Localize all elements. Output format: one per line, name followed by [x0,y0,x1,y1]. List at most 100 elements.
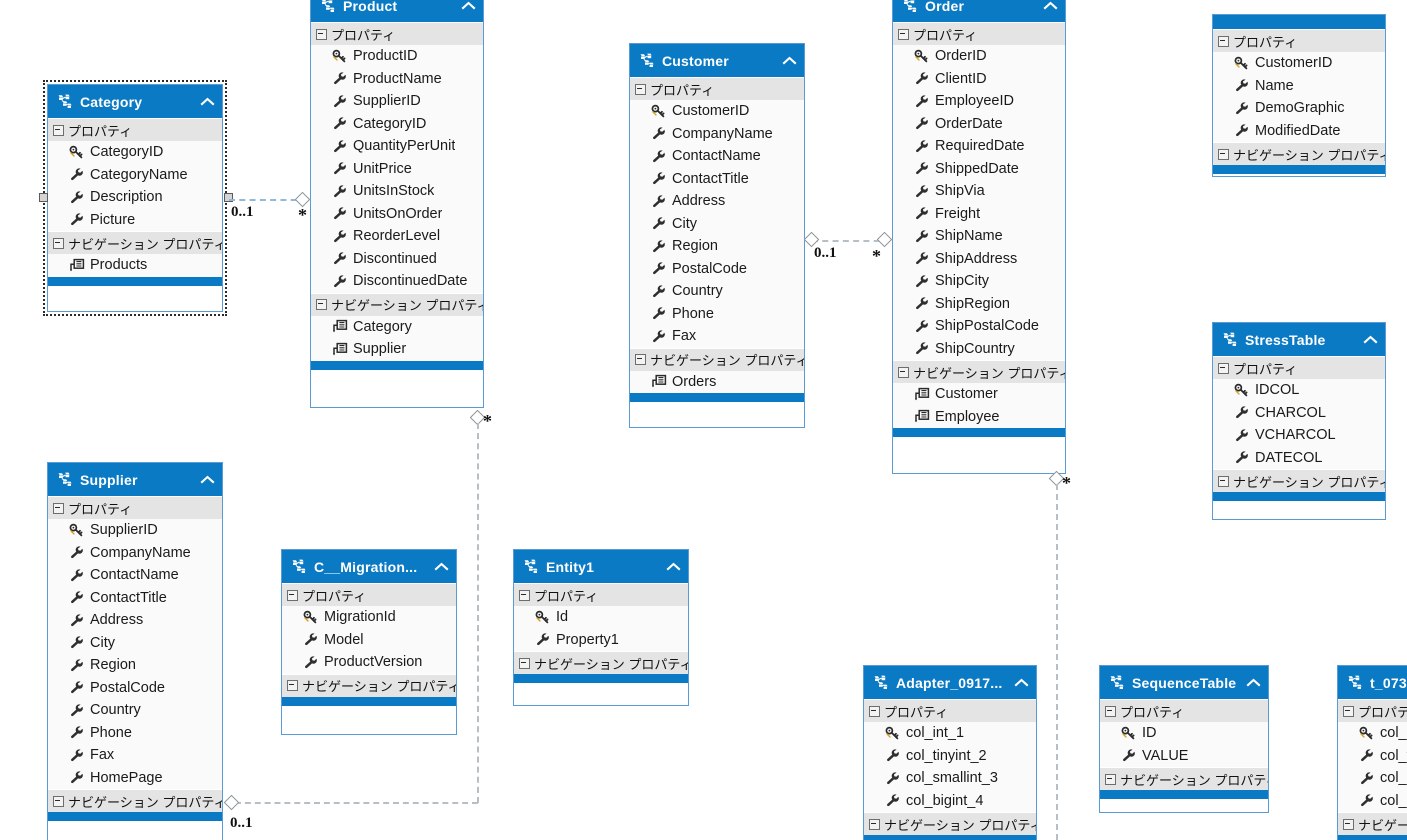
key-property-row[interactable]: Id [514,606,688,629]
entity-category[interactable]: Category プロパティ CategoryID CategoryName D… [43,80,227,316]
collapse-box-icon[interactable] [53,502,64,514]
navigation-group-header[interactable]: ナビゲーション プロパティ [282,673,456,697]
scalar-property-row[interactable]: UnitsOnOrder [311,203,483,226]
scalar-property-row[interactable]: Phone [48,722,222,745]
scalar-property-row[interactable]: City [48,632,222,655]
collapse-box-icon[interactable] [519,657,530,669]
entity-header[interactable]: Adapter_0917... [864,666,1036,699]
association-endpoint-diamond[interactable] [876,231,893,248]
navigation-group-header[interactable]: ナビゲーション プロパティ [1213,469,1385,492]
navigation-group-header[interactable]: ナビゲーション プロパティ [48,231,222,254]
entity-header[interactable]: Product [311,0,483,22]
scalar-property-row[interactable]: Phone [630,303,804,326]
scalar-property-row[interactable]: Address [48,609,222,632]
scalar-property-row[interactable]: Model [282,629,456,652]
scalar-property-row[interactable]: col_bigint_4 [864,790,1036,813]
scalar-property-row[interactable]: ShipCity [893,270,1065,293]
collapse-box-icon[interactable] [1105,773,1116,785]
association-line-product-supplier[interactable] [235,802,478,804]
collapse-box-icon[interactable] [519,589,530,601]
navigation-property-row[interactable]: Orders [630,371,804,394]
collapse-box-icon[interactable] [316,28,327,40]
collapse-box-icon[interactable] [1343,705,1354,717]
scalar-property-row[interactable]: ContactName [48,564,222,587]
navigation-group-header[interactable]: ナビゲーション プロパティ [630,347,804,371]
scalar-property-row[interactable]: CHARCOL [1213,402,1385,425]
scalar-property-row[interactable]: ReorderLevel [311,225,483,248]
properties-group-header[interactable]: プロパティ [1213,29,1385,52]
scalar-property-row[interactable]: UnitPrice [311,158,483,181]
chevron-up-icon[interactable] [434,561,449,572]
navigation-property-row[interactable]: Customer [893,383,1065,406]
entity-adapter[interactable]: Adapter_0917... プロパティ col_int_1 col_tiny… [863,665,1037,840]
key-property-row[interactable]: CustomerID [630,100,804,123]
collapse-box-icon[interactable] [1343,818,1354,830]
chevron-up-icon[interactable] [782,55,797,66]
scalar-property-row[interactable]: ShipRegion [893,293,1065,316]
scalar-property-row[interactable]: SupplierID [311,90,483,113]
chevron-up-icon[interactable] [666,561,681,572]
collapse-box-icon[interactable] [898,28,909,40]
entity-header[interactable]: Entity1 [514,550,688,583]
entity-order[interactable]: Order プロパティ OrderID ClientID EmployeeID … [892,0,1066,474]
navigation-group-header[interactable]: ナビゲーション プロパティ [48,789,222,812]
scalar-property-row[interactable]: ContactName [630,145,804,168]
scalar-property-row[interactable]: CompanyName [48,542,222,565]
scalar-property-row[interactable]: VCHARCOL [1213,424,1385,447]
chevron-up-icon[interactable] [1014,677,1029,688]
scalar-property-row[interactable]: col_smallint_3 [864,767,1036,790]
entity-migrationhistory[interactable]: C__Migration... プロパティ MigrationId Model … [281,549,457,735]
scalar-property-row[interactable]: Description [48,186,222,209]
scalar-property-row[interactable]: Region [48,654,222,677]
association-endpoint-diamond[interactable] [223,794,240,811]
properties-group-header[interactable]: プロパティ [514,583,688,606]
scalar-property-row[interactable]: ContactTitle [48,587,222,610]
key-property-row[interactable]: col_i [1338,722,1407,745]
scalar-property-row[interactable]: col_t [1338,745,1407,768]
chevron-up-icon[interactable] [200,474,215,485]
collapse-box-icon[interactable] [53,795,64,807]
scalar-property-row[interactable]: Fax [630,325,804,348]
entity-t0733[interactable]: t_0733 プロパティ col_i col_t col_s col_b ナビゲ… [1337,665,1407,840]
scalar-property-row[interactable]: OrderDate [893,113,1065,136]
collapse-box-icon[interactable] [1218,148,1229,160]
scalar-property-row[interactable]: RequiredDate [893,135,1065,158]
scalar-property-row[interactable]: Name [1213,75,1385,98]
association-line-order-down[interactable] [1056,484,1058,840]
entity-supplier[interactable]: Supplier プロパティ SupplierID CompanyName Co… [47,462,223,840]
scalar-property-row[interactable]: City [630,213,804,236]
scalar-property-row[interactable]: UnitsInStock [311,180,483,203]
collapse-box-icon[interactable] [635,83,646,95]
key-property-row[interactable]: CategoryID [48,141,222,164]
scalar-property-row[interactable]: ShipName [893,225,1065,248]
collapse-box-icon[interactable] [869,705,880,717]
scalar-property-row[interactable]: CategoryID [311,113,483,136]
collapse-box-icon[interactable] [1218,475,1229,487]
entity-header[interactable]: C__Migration... [282,550,456,583]
scalar-property-row[interactable]: ProductVersion [282,651,456,674]
entity-header[interactable]: SequenceTable [1100,666,1268,699]
entity-entity1[interactable]: Entity1 プロパティ Id Property1 ナビゲーション プロパティ [513,549,689,706]
scalar-property-row[interactable]: Discontinued [311,248,483,271]
navigation-group-header[interactable]: ナビゲーション プロパティ [864,812,1036,835]
collapse-box-icon[interactable] [635,354,646,365]
properties-group-header[interactable]: プロパティ [1213,356,1385,379]
scalar-property-row[interactable]: Picture [48,209,222,232]
navigation-group-header[interactable]: ナビゲーション プロパティ [1213,142,1385,165]
scalar-property-row[interactable]: Region [630,235,804,258]
collapse-box-icon[interactable] [287,680,298,691]
resize-handle[interactable] [224,193,233,202]
scalar-property-row[interactable]: ModifiedDate [1213,120,1385,143]
collapse-box-icon[interactable] [898,366,909,378]
scalar-property-row[interactable]: ShippedDate [893,158,1065,181]
scalar-property-row[interactable]: VALUE [1100,745,1268,768]
entity-header[interactable] [1213,15,1385,29]
scalar-property-row[interactable]: ProductName [311,68,483,91]
scalar-property-row[interactable]: ClientID [893,68,1065,91]
entity-customerdemographic[interactable]: プロパティ CustomerID Name DemoGraphic Modifi… [1212,14,1386,177]
key-property-row[interactable]: ID [1100,722,1268,745]
scalar-property-row[interactable]: ShipVia [893,180,1065,203]
key-property-row[interactable]: MigrationId [282,606,456,629]
scalar-property-row[interactable]: Address [630,190,804,213]
